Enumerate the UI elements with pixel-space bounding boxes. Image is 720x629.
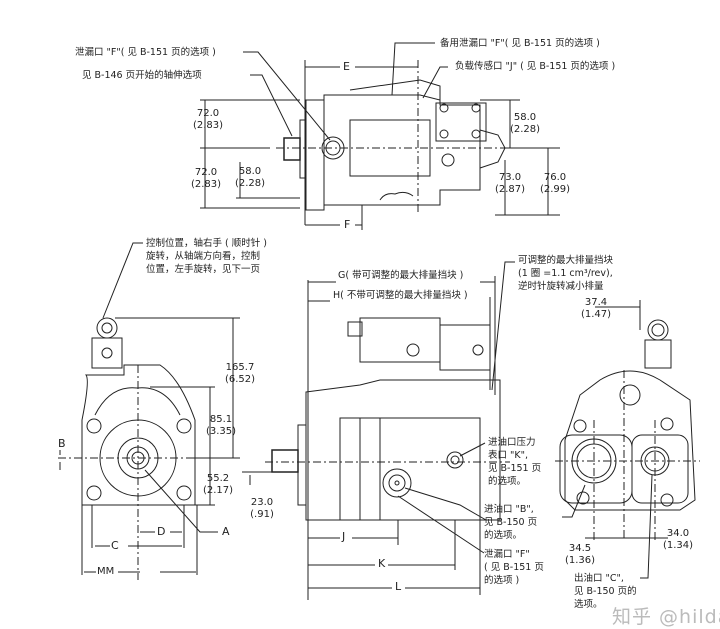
callout-alt-drain-port: 备用泄漏口 "F"( 见 B-151 页的选项 ) <box>440 38 600 49</box>
dim-58-right: 58.0(2.28) <box>509 112 541 135</box>
dim-85: 85.1(3.35) <box>205 414 237 437</box>
dim-72-lower: 72.0(2.83) <box>190 167 222 190</box>
dim-k: K <box>378 557 386 570</box>
callout-b-port: 进油口 "B", 见 B-150 页 的选项。 <box>484 504 538 541</box>
dim-label-f: F <box>344 218 351 231</box>
dim-37: 37.4(1.47) <box>580 297 612 320</box>
callout-control-position: 控制位置，轴右手 ( 顺时针 ) 旋转，从轴端方向看，控制 位置，左手旋转，见下… <box>146 238 267 275</box>
callout-drain-port-f: 泄漏口 "F"( 见 B-151 页的选项 ) <box>75 47 216 58</box>
callout-f-drain: 泄漏口 "F" ( 见 B-151 页 的选项 ) <box>484 549 544 586</box>
callout-c-port: 出油口 "C", 见 B-150 页的 选项。 <box>574 573 637 610</box>
callout-load-sense-port: 负载传感口 "J" ( 见 B-151 页的选项 ) <box>455 61 616 72</box>
dim-23: 23.0(.91) <box>250 497 274 520</box>
callout-max-displacement-stop: 可调整的最大排量挡块 (1 圈 =1.1 cm³/rev), 逆时针旋转减小排量 <box>518 255 614 292</box>
rear-view-pump <box>555 300 700 579</box>
front-view-pump <box>58 242 240 580</box>
dim-55: 55.2(2.17) <box>202 473 234 496</box>
label-a: A <box>222 525 230 538</box>
dim-34-5: 34.5(1.36) <box>564 543 596 566</box>
dim-165: 165.7(6.52) <box>224 362 256 385</box>
dim-h: H( 不带可调整的最大排量挡块 ) <box>333 290 468 301</box>
callout-shaft-options: 见 B-146 页开始的轴伸选项 <box>82 70 202 81</box>
dim-58-left: 58.0(2.28) <box>234 166 266 189</box>
dim-j: J <box>342 530 346 543</box>
label-mm: MM <box>97 566 115 577</box>
top-view-pump <box>200 42 560 230</box>
label-b: B <box>58 437 66 450</box>
watermark: 知乎 @hilda <box>612 606 720 628</box>
label-d: D <box>157 525 166 538</box>
dim-73: 73.0(2.87) <box>494 172 526 195</box>
callout-k-port: 进油口压力 表口 "K", 见 B-151 页 的选项。 <box>488 437 542 487</box>
side-view-pump <box>242 261 515 600</box>
dim-label-e: E <box>343 60 350 73</box>
dim-l: L <box>395 580 402 593</box>
label-c: C <box>111 539 119 552</box>
dim-76: 76.0(2.99) <box>539 172 571 195</box>
dim-g: G( 带可调整的最大排量挡块 ) <box>338 270 464 281</box>
dim-72-upper: 72.0(2.83) <box>192 108 224 131</box>
dim-34-0: 34.0(1.34) <box>662 528 694 551</box>
